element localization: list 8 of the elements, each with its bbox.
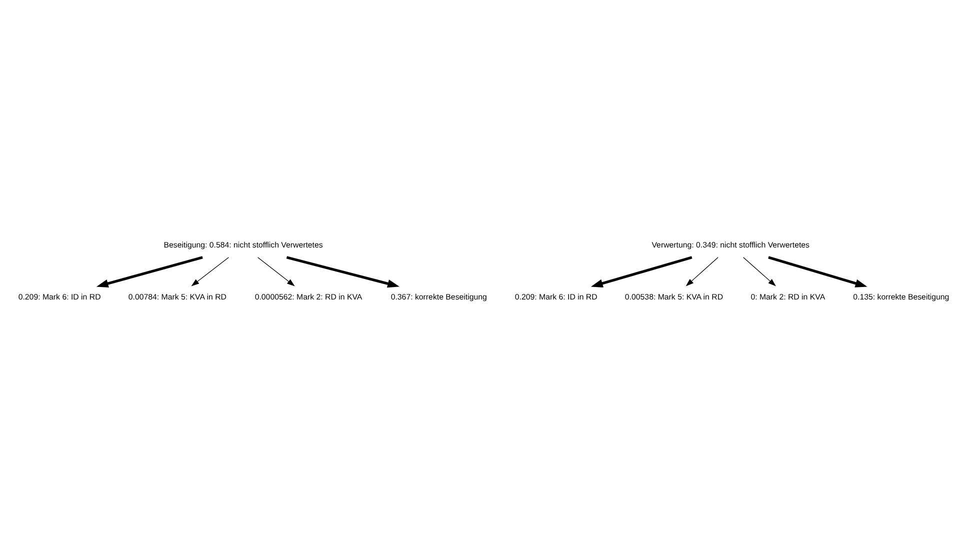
arrow	[257, 256, 295, 286]
arrow	[768, 256, 868, 287]
arrow	[191, 256, 230, 286]
arrow	[286, 256, 400, 288]
arrow	[590, 256, 692, 287]
arrow	[686, 256, 718, 286]
arrow	[743, 256, 776, 286]
arrow	[96, 256, 203, 288]
